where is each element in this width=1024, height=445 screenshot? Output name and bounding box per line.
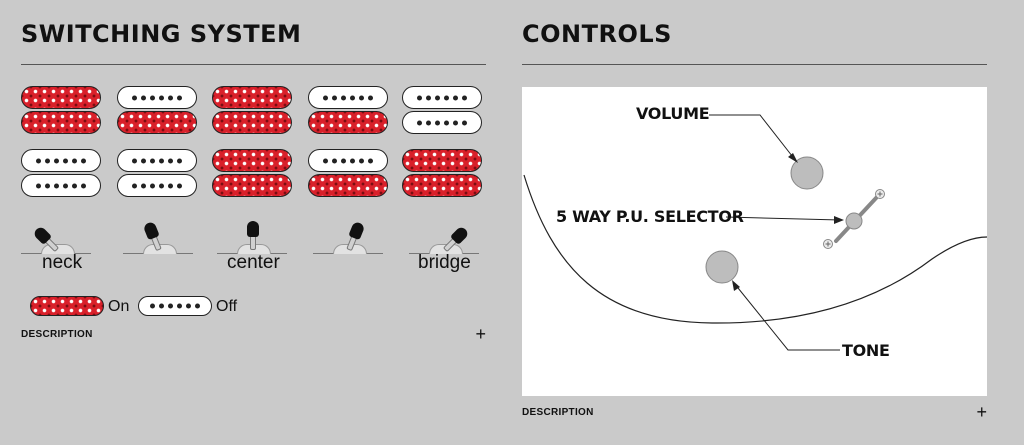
guitar-body-edge — [523, 174, 987, 324]
controls-description-toggle[interactable]: DESCRIPTION + — [522, 402, 987, 423]
selector-label: 5 WAY P.U. SELECTOR — [556, 207, 744, 226]
switching-expand-plus-icon[interactable]: + — [475, 324, 486, 344]
switching-description-toggle[interactable]: DESCRIPTION + — [21, 324, 486, 345]
legend-pickup-on-swatch — [30, 296, 104, 316]
single-coil-on — [21, 111, 101, 134]
single-coil-off — [117, 86, 197, 109]
toggle-switch-icon — [21, 224, 91, 258]
single-coil-off — [402, 86, 482, 109]
volume-knob-icon — [790, 156, 824, 190]
switching-system-divider — [21, 64, 486, 65]
controls-expand-plus-icon[interactable]: + — [976, 402, 987, 422]
controls-diagram-svg — [523, 114, 987, 351]
switch-label-bridge: bridge — [418, 252, 471, 273]
controls-description-label: DESCRIPTION — [522, 407, 594, 418]
legend-pickup-off-swatch — [138, 296, 212, 316]
switching-system-heading: SWITCHING SYSTEM — [21, 20, 302, 48]
controls-diagram: VOLUME 5 WAY P.U. SELECTOR TONE — [522, 87, 987, 396]
single-coil-on — [402, 174, 482, 197]
legend-on-label: On — [108, 298, 130, 315]
single-coil-off — [21, 174, 101, 197]
single-coil-off — [117, 149, 197, 172]
single-coil-on — [21, 86, 101, 109]
controls-divider — [522, 64, 987, 65]
leader-arrowheads — [732, 153, 844, 291]
single-coil-on — [308, 111, 388, 134]
toggle-switch-icon — [123, 220, 193, 258]
single-coil-off — [402, 111, 482, 134]
single-coil-on — [308, 174, 388, 197]
volume-label: VOLUME — [636, 104, 710, 123]
switch-positions-row — [21, 220, 486, 280]
single-coil-on — [212, 111, 292, 134]
single-coil-off — [308, 86, 388, 109]
single-coil-on — [402, 149, 482, 172]
switch-label-neck: neck — [42, 252, 83, 273]
toggle-switch-icon — [313, 220, 383, 258]
controls-heading: CONTROLS — [522, 20, 672, 48]
single-coil-off — [117, 174, 197, 197]
toggle-switch-icon — [409, 224, 479, 258]
leader-lines — [709, 114, 841, 351]
switch-label-center: center — [227, 252, 280, 273]
tone-label: TONE — [842, 341, 890, 360]
pickup-selector-icon — [823, 189, 885, 249]
switching-description-label: DESCRIPTION — [21, 329, 93, 340]
single-coil-off — [308, 149, 388, 172]
single-coil-on — [212, 174, 292, 197]
single-coil-on — [117, 111, 197, 134]
tone-knob-icon — [705, 250, 739, 284]
single-coil-on — [212, 86, 292, 109]
single-coil-on — [212, 149, 292, 172]
pickup-legend: On Off — [30, 296, 250, 318]
legend-off-label: Off — [216, 298, 238, 315]
single-coil-off — [21, 149, 101, 172]
toggle-switch-icon — [217, 221, 287, 258]
